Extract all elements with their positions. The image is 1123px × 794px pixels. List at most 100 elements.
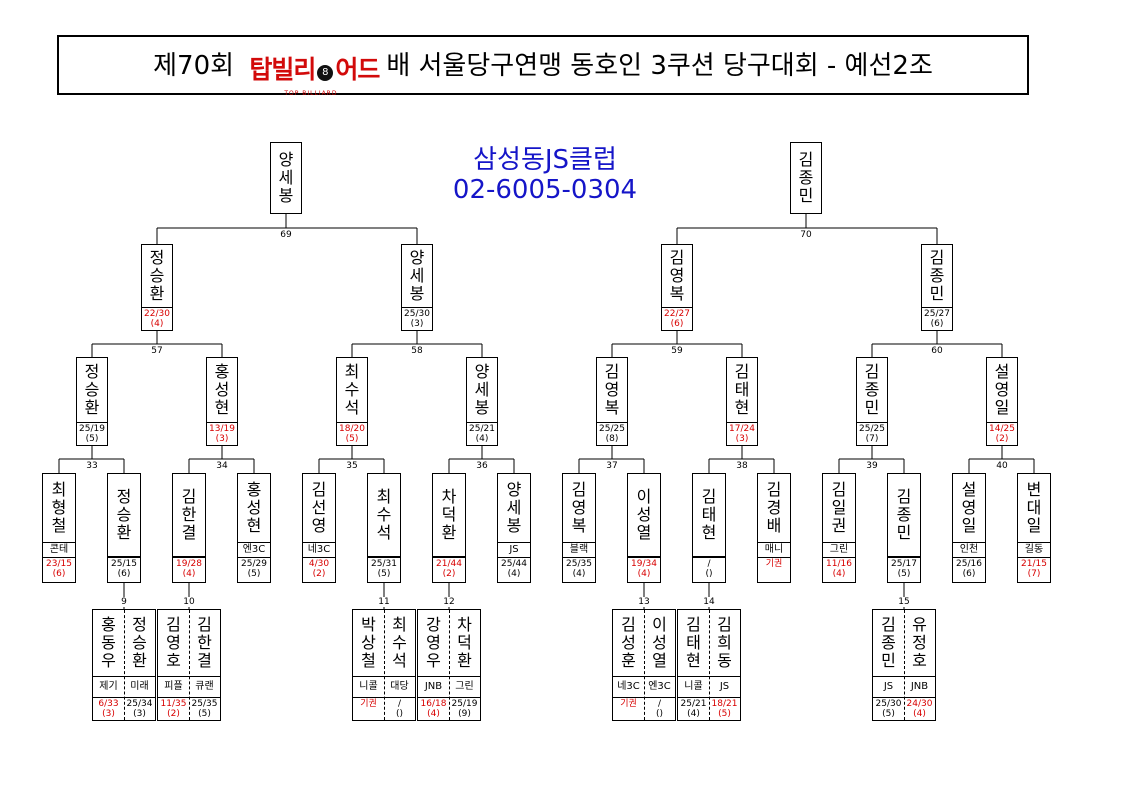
name-text: 강영우: [426, 615, 441, 670]
innings: (3): [133, 709, 146, 719]
match-result: 19/34(4): [628, 557, 660, 582]
score: 22/27: [664, 309, 690, 319]
match-result: 23/15(6): [43, 557, 75, 582]
innings: (7): [865, 434, 879, 444]
round3-player-g: 김종민 25/25(7): [856, 357, 888, 446]
club-label: [433, 556, 465, 557]
match-result: 25/29(5): [238, 557, 270, 582]
score: 25/34: [126, 699, 153, 709]
match-result: 13/19(3): [207, 422, 237, 445]
match-result: 기권: [758, 557, 790, 582]
round3-player-b: 홍성현 13/19(3): [206, 357, 238, 446]
innings: (): [705, 569, 713, 579]
club-label: 그린: [455, 681, 474, 692]
match-number: 15: [894, 597, 914, 607]
innings: (9): [458, 709, 471, 719]
player-name: 정승환: [108, 474, 140, 556]
name-text: 양세봉: [474, 362, 490, 417]
score: 25/44: [501, 559, 527, 569]
match-result: 19/28(4): [173, 557, 205, 582]
club-label: [693, 556, 725, 557]
pair-divider: [644, 610, 645, 720]
club-label: 엔3C: [238, 542, 270, 557]
player-name: 김종민: [873, 610, 904, 676]
club-phone: 02-6005-0304: [452, 175, 638, 205]
match-number: 34: [212, 461, 232, 471]
score: 25/35: [191, 699, 218, 709]
name-text: 김종민: [929, 248, 945, 303]
round3-player-h: 설영일 14/25(2): [986, 357, 1018, 446]
match-number: 69: [276, 230, 296, 240]
score: 18/20: [339, 424, 365, 434]
innings: (2): [442, 569, 456, 579]
innings: (4): [637, 569, 651, 579]
match-number: 58: [407, 346, 427, 356]
innings: (5): [882, 709, 895, 719]
name-text: 홍성현: [246, 480, 262, 535]
score: 25/17: [891, 559, 917, 569]
score: 25/25: [599, 424, 625, 434]
player-name: 김경배: [758, 474, 790, 542]
name-text: 홍동우: [101, 615, 116, 670]
match-number: 10: [179, 597, 199, 607]
player-name: 김영복: [662, 245, 692, 307]
name-text: 김종민: [864, 362, 880, 417]
score: 21/15: [1021, 559, 1047, 569]
match-number: 12: [439, 597, 459, 607]
name-text: 차덕환: [441, 487, 457, 542]
innings: (5): [377, 569, 391, 579]
club-label: [173, 556, 205, 557]
match-result: /(): [644, 699, 675, 719]
club-label: JNB: [910, 681, 929, 692]
match-result: 24/30(4): [904, 699, 935, 719]
innings: (2): [995, 434, 1009, 444]
club-label: [108, 556, 140, 557]
club-label: 큐랜: [195, 681, 214, 692]
eight-ball-icon: 8: [317, 65, 334, 81]
player-name: 변대일: [1018, 474, 1050, 542]
club-label: 대당: [390, 681, 409, 692]
score: 22/30: [144, 309, 170, 319]
score: 19/28: [176, 559, 202, 569]
club-label: 니콜: [359, 681, 378, 692]
match-result: 6/33(3): [93, 699, 124, 719]
innings: (6): [670, 319, 684, 329]
player-name: 유정호: [904, 610, 935, 676]
player-name: 김태현: [727, 358, 757, 422]
match-number: 37: [602, 461, 622, 471]
player-name: 박상철: [353, 610, 384, 676]
player-name: 홍동우: [93, 610, 124, 676]
name-text: 설영일: [994, 362, 1010, 417]
name-text: 정승환: [149, 248, 165, 303]
club-label: 매니: [758, 542, 790, 557]
row-divider: [678, 676, 740, 677]
name-text: 김한결: [181, 487, 197, 542]
host-club-info: 삼성동JS클럽 02-6005-0304: [440, 145, 650, 205]
match-result: 14/25(2): [987, 422, 1017, 445]
club-label: [368, 556, 400, 557]
club-label: 네3C: [617, 681, 640, 692]
name-text: 양세봉: [506, 480, 522, 535]
match-result: 11/35(2): [158, 699, 189, 719]
innings: (2): [312, 569, 326, 579]
name-text: 양세봉: [409, 248, 425, 303]
score: 23/15: [46, 559, 72, 569]
player-name: 설영일: [987, 358, 1017, 422]
match-result: 22/27(6): [662, 307, 692, 330]
match-number: 35: [342, 461, 362, 471]
